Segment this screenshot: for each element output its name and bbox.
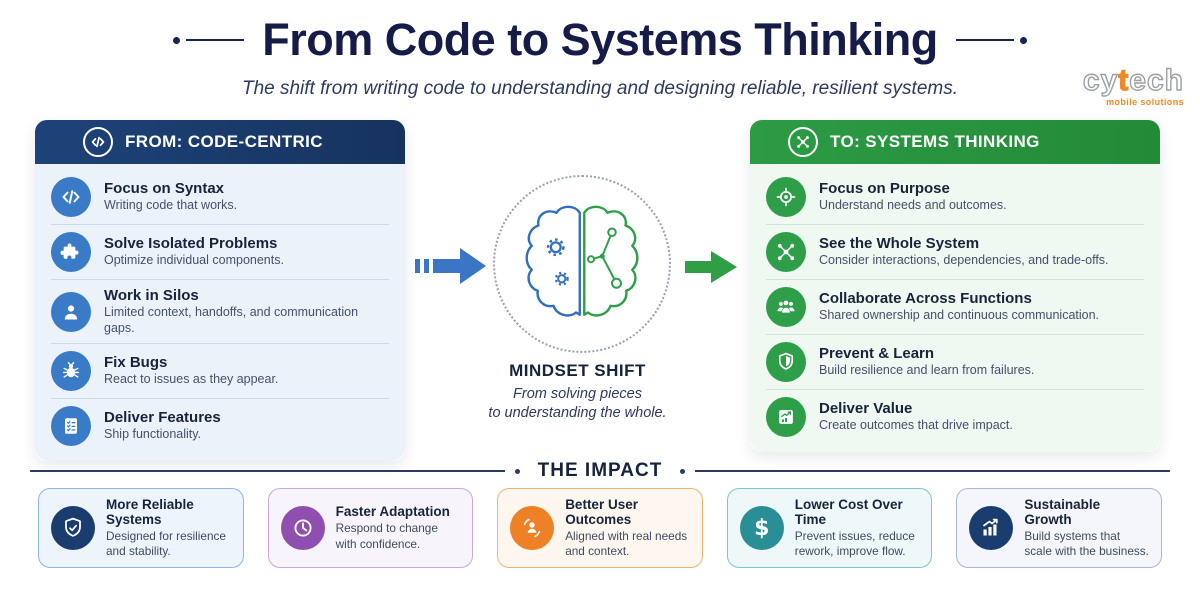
network-icon — [766, 232, 806, 272]
gear-icons — [546, 237, 569, 286]
mindset-shift-caption: From solving pieces to understanding the… — [488, 386, 667, 421]
to-panel-title: TO: SYSTEMS THINKING — [830, 132, 1040, 151]
card-title: More Reliable Systems — [106, 496, 194, 527]
card-desc: Prevent issues, reduce rework, improve f… — [794, 528, 915, 558]
blue-arrow-icon — [415, 248, 486, 284]
people-icon — [766, 287, 806, 327]
from-panel-title: FROM: CODE-CENTRIC — [125, 132, 323, 151]
item-desc: Writing code that works. — [104, 198, 238, 213]
to-panel-header: TO: SYSTEMS THINKING — [750, 120, 1160, 164]
item-title: Deliver Features — [104, 409, 221, 427]
impact-heading: THE IMPACT — [537, 460, 663, 481]
code-badge-icon — [83, 127, 113, 157]
item-desc: Optimize individual components. — [104, 253, 284, 268]
item-title: Focus on Syntax — [104, 180, 225, 198]
logo-wordmark: cytech — [1082, 64, 1184, 97]
page-subtitle: The shift from writing code to understan… — [241, 78, 959, 99]
card-title: Faster Adaptation — [335, 504, 450, 520]
network-badge-icon — [788, 127, 818, 157]
dollar-icon: $ — [739, 506, 784, 550]
page-title: From Code to Systems Thinking — [262, 14, 938, 65]
impact-divider: THE IMPACT — [30, 460, 1171, 482]
green-arrow-icon — [685, 251, 737, 283]
item-title: Focus on Purpose — [819, 180, 950, 198]
card-desc: Respond to change with confidence. — [335, 521, 438, 551]
shield-icon — [766, 342, 806, 382]
person-icon — [51, 291, 91, 332]
brain-circle — [493, 175, 671, 353]
title-right-decoration — [955, 36, 1027, 44]
logo-tagline: mobile solutions — [1106, 97, 1184, 107]
item-desc: Understand needs and outcomes. — [819, 198, 1007, 213]
user-focus-icon — [510, 506, 555, 550]
network-nodes — [587, 227, 622, 289]
card-desc: Designed for resilience and stability. — [106, 528, 226, 558]
growth-chart-icon — [969, 506, 1014, 550]
item-title: Prevent & Learn — [819, 345, 935, 363]
item-desc: React to issues as they appear. — [104, 372, 279, 387]
item-title: See the Whole System — [819, 235, 980, 253]
item-desc: Limited context, handoffs, and communica… — [104, 305, 359, 335]
clock-icon — [280, 506, 325, 550]
mindset-shift-label: MINDSET SHIFT — [509, 361, 646, 380]
title-left-decoration — [173, 36, 245, 44]
item-title: Deliver Value — [819, 400, 913, 418]
card-title: Sustainable Growth — [1024, 496, 1101, 527]
brain-icon — [525, 205, 639, 317]
checklist-icon — [51, 406, 91, 447]
item-title: Solve Isolated Problems — [104, 235, 278, 253]
card-title: Lower Cost Over Time — [794, 496, 903, 527]
item-title: Collaborate Across Functions — [819, 290, 1032, 308]
card-desc: Build systems that scale with the busine… — [1024, 528, 1149, 558]
item-desc: Consider interactions, dependencies, and… — [819, 253, 1109, 268]
item-title: Work in Silos — [104, 287, 199, 304]
item-desc: Shared ownership and continuous communic… — [819, 308, 1100, 323]
header: From Code to Systems Thinking — [0, 14, 1200, 66]
target-icon — [766, 177, 806, 217]
mindset-shift-section: MINDSET SHIFT From solving pieces to und… — [405, 125, 750, 455]
item-desc: Build resilience and learn from failures… — [819, 363, 1035, 378]
from-panel-header: FROM: CODE-CENTRIC — [35, 120, 405, 164]
item-desc: Create outcomes that drive impact. — [819, 418, 1013, 433]
item-desc: Ship functionality. — [104, 427, 202, 442]
shield-check-icon — [51, 506, 95, 550]
card-title: Better User Outcomes — [565, 496, 638, 527]
card-desc: Aligned with real needs and context. — [565, 528, 688, 558]
code-icon — [51, 177, 91, 217]
puzzle-icon — [51, 232, 91, 272]
chart-icon — [766, 397, 806, 437]
bug-icon — [51, 351, 91, 392]
item-title: Fix Bugs — [104, 354, 168, 372]
cytech-logo: cytech mobile solutions — [1082, 64, 1184, 107]
